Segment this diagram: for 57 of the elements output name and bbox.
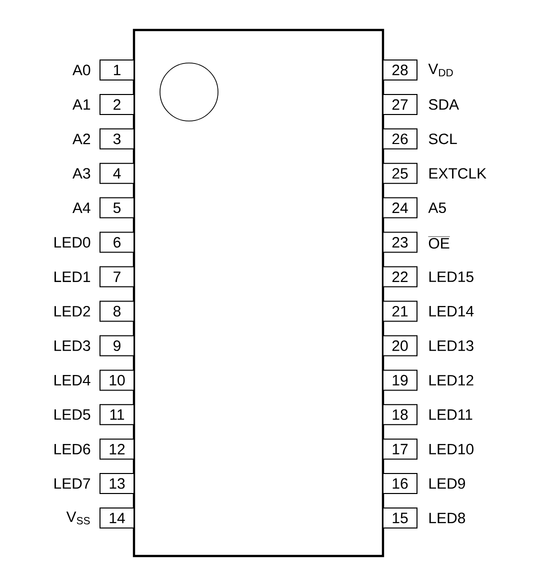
pin-label: V$_{SS}$: [66, 512, 90, 524]
pin-box: 2: [100, 94, 134, 115]
pin-box: 26: [382, 128, 418, 150]
pin-label: LED15: [429, 272, 474, 282]
pin-box: 16: [382, 473, 418, 494]
pin-label: SDA: [428, 99, 459, 110]
pin-label: V$_{DD}$: [428, 64, 453, 76]
pin-label: $\overline{\mbox{OE}}$: [428, 236, 450, 249]
pin-box: 9: [100, 335, 134, 356]
pin-box: 28: [382, 60, 418, 80]
pin-box: 6: [100, 232, 134, 253]
pin-box: 27: [382, 94, 418, 115]
pin-label: SCL: [428, 134, 457, 144]
pin-label: LED8: [429, 512, 466, 524]
pin-box: 15: [382, 508, 418, 528]
pin-label: A0: [72, 64, 90, 76]
pin-box: 21: [382, 300, 418, 322]
pin-box: 13: [100, 473, 134, 494]
pin-label: LED1: [54, 272, 90, 282]
pin-label: LED2: [54, 306, 90, 316]
pin-label: A1: [72, 99, 90, 110]
pin-label: LED7: [54, 478, 90, 489]
pin-label: LED13: [429, 340, 474, 351]
pin-box: 10: [100, 370, 134, 391]
pin-label: LED6: [54, 444, 90, 454]
pin-label: LED0: [54, 236, 90, 248]
pin-box: 18: [382, 404, 418, 426]
pin-label: LED4: [54, 375, 90, 386]
pin-box: 17: [382, 438, 418, 460]
pin-box: 7: [100, 266, 134, 288]
pin-box: 4: [100, 162, 134, 184]
pin-label: LED11: [429, 409, 472, 420]
pin-box: 25: [382, 162, 418, 184]
pin-box: 8: [100, 300, 134, 322]
chip-body: [132, 28, 384, 558]
pin-box: 14: [100, 508, 134, 528]
pin-box: 24: [382, 197, 418, 218]
pin-label: A4: [72, 202, 90, 213]
pin-label: A3: [72, 168, 90, 179]
pin-label: LED12: [429, 374, 474, 386]
pin-label: A2: [72, 134, 90, 144]
pin-label: LED3: [54, 340, 90, 351]
pin-label: EXTCLK: [429, 168, 486, 179]
pin-box: 22: [382, 266, 418, 288]
pin-box: 3: [100, 128, 134, 150]
pin-box: 20: [382, 335, 418, 356]
pin-label: LED5: [54, 409, 90, 420]
pin-box: 11: [100, 404, 134, 426]
pin-label: LED14: [429, 306, 474, 316]
pin-box: 23: [382, 232, 418, 253]
pin-label: LED10: [429, 444, 474, 454]
pin-box: 12: [100, 438, 134, 460]
pin-box: 5: [100, 197, 134, 218]
pin-label: LED9: [429, 478, 465, 489]
pin-box: 19: [382, 370, 418, 391]
pin-box: 1: [100, 60, 134, 80]
pin-label: A5: [428, 202, 446, 214]
